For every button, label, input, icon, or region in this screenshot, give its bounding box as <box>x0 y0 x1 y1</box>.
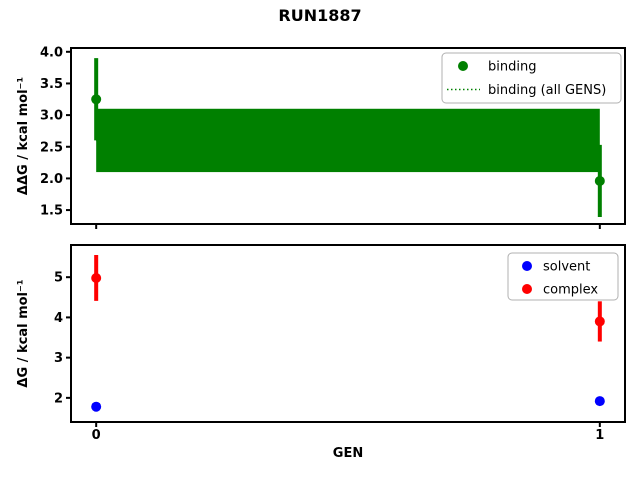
complex-data-point <box>91 272 102 283</box>
legend-label: complex <box>543 283 598 298</box>
legend-box <box>441 52 622 104</box>
x-tick-label: 1 <box>595 428 604 443</box>
figure-title: RUN1887 <box>278 6 362 25</box>
solvent-data-point <box>594 396 605 407</box>
y-tick-label: 2.5 <box>40 140 63 155</box>
legend-marker-dot <box>522 261 532 271</box>
legend-marker-dot <box>522 284 532 294</box>
solvent-data-point <box>91 401 102 412</box>
legend-label: binding <box>488 60 536 75</box>
y-tick-label: 1.5 <box>40 204 63 219</box>
x-tick-label: 0 <box>92 428 101 443</box>
y-tick-label: 2.0 <box>40 172 63 187</box>
legend-label: solvent <box>543 260 590 275</box>
legend-box <box>507 252 619 301</box>
y-tick-label: 4 <box>54 311 63 326</box>
y-tick-label: 3.0 <box>40 109 63 124</box>
y-tick-label: 5 <box>54 271 63 286</box>
dg-subplot: 0 1 2 3 4 5 ΔG / kcal mol⁻¹ GEN solvent complex <box>16 244 626 461</box>
axes-frame <box>70 47 626 225</box>
complex-data-point <box>594 316 605 327</box>
y-tick-label: 4.0 <box>40 45 63 60</box>
legend-marker-dot <box>458 61 468 71</box>
y-axis-label: ΔΔG / kcal mol⁻¹ <box>16 77 31 195</box>
x-axis-label: GEN <box>333 446 363 461</box>
y-axis-label: ΔG / kcal mol⁻¹ <box>16 279 31 387</box>
legend-label: binding (all GENS) <box>488 83 606 98</box>
axes-frame <box>70 244 626 423</box>
y-tick-label: 3.5 <box>40 77 63 92</box>
y-tick-label: 2 <box>54 391 63 406</box>
binding-data-point <box>91 94 102 105</box>
y-tick-label: 3 <box>54 351 63 366</box>
binding-data-point <box>594 175 605 186</box>
